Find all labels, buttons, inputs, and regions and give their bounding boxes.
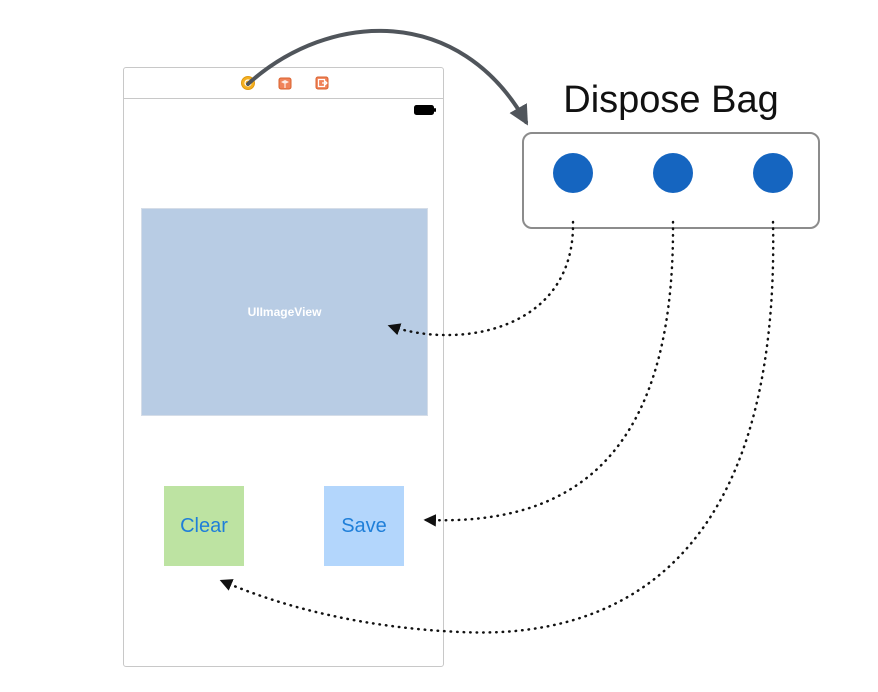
dispose-arrow-save-button [423, 220, 675, 527]
disposable-dot-3 [753, 153, 793, 193]
battery-icon [414, 105, 436, 115]
disposable-dot-2 [653, 153, 693, 193]
first-responder-icon[interactable] [278, 76, 292, 90]
view-controller-icon[interactable] [241, 76, 255, 90]
image-view-label: UIImageView [247, 305, 322, 319]
scene-dock [124, 68, 443, 99]
dispose-bag [522, 132, 820, 229]
save-button[interactable]: Save [324, 486, 404, 566]
dispose-bag-title: Dispose Bag [563, 79, 779, 121]
save-button-label: Save [341, 514, 387, 537]
image-view: UIImageView [141, 208, 428, 416]
disposable-dot-1 [553, 153, 593, 193]
clear-button[interactable]: Clear [164, 486, 244, 566]
storyboard-scene: UIImageView Clear Save [123, 67, 444, 667]
clear-button-label: Clear [180, 514, 228, 537]
exit-icon[interactable] [315, 76, 329, 90]
